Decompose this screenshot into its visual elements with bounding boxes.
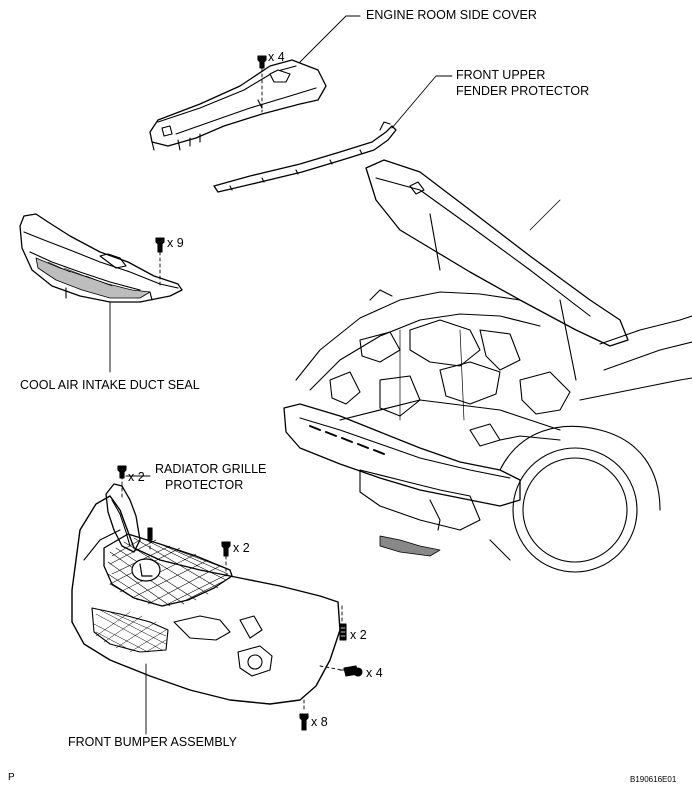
duct-seal-clip-quantity: x 9 xyxy=(167,236,184,250)
engine-cover-clip-icon xyxy=(257,55,267,69)
radiator-grille-protector-label-line2: PROTECTOR xyxy=(165,478,244,492)
vehicle-front-illustration xyxy=(283,159,692,573)
radiator-grille-protector-part xyxy=(105,475,141,553)
bumper-top-clip-icon xyxy=(221,541,231,557)
grille-protector-clip-icon xyxy=(117,465,127,479)
front-bumper-assembly-label: FRONT BUMPER ASSEMBLY xyxy=(68,735,238,749)
grille-protector-clip-quantity: x 2 xyxy=(128,470,145,484)
bumper-side-screw-quantity: x 2 xyxy=(350,628,367,642)
cool-air-intake-duct-seal-label: COOL AIR INTAKE DUCT SEAL xyxy=(20,378,200,392)
page-letter: P xyxy=(8,772,15,783)
engine-room-side-cover-label: ENGINE ROOM SIDE COVER xyxy=(366,8,537,22)
radiator-grille-protector-label-line1: RADIATOR GRILLE xyxy=(155,462,267,476)
bumper-bolt-dashline xyxy=(319,665,343,671)
figure-code: B190616E01 xyxy=(630,775,677,784)
cool-air-intake-duct-seal-part xyxy=(19,213,183,303)
bumper-bottom-screw-quantity: x 8 xyxy=(311,715,328,729)
front-bumper-assembly-part xyxy=(71,495,341,705)
bumper-side-screw-icon xyxy=(339,623,347,641)
front-upper-fender-protector-part xyxy=(213,121,397,193)
engine-cover-leader-line xyxy=(299,15,361,63)
engine-cover-clip-quantity: x 4 xyxy=(268,50,285,64)
bumper-top-clip-quantity: x 2 xyxy=(233,541,250,555)
front-upper-fender-protector-label-line2: FENDER PROTECTOR xyxy=(456,84,590,98)
fender-protector-leader-line xyxy=(391,75,453,129)
bumper-bolt-icon xyxy=(339,665,363,677)
duct-seal-clip-icon xyxy=(155,237,165,253)
bumper-bolt-quantity: x 4 xyxy=(366,666,383,680)
engine-room-side-cover-part xyxy=(149,59,327,151)
front-upper-fender-protector-label-line1: FRONT UPPER xyxy=(456,68,546,82)
bumper-bottom-screw-icon xyxy=(299,713,309,731)
